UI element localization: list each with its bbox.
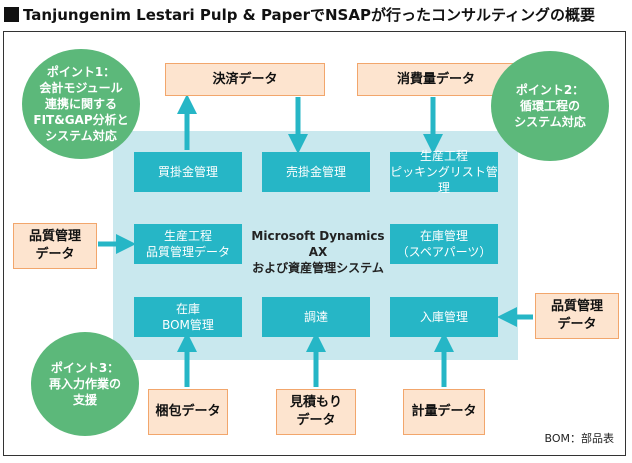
data-settlement: 決済データ (165, 63, 325, 96)
point-1-circle: ポイント1： 会計モジュール 連携に関する FIT&GAP分析と システム対応 (22, 49, 140, 159)
module-purchase: 買掛金管理 (134, 152, 242, 192)
data-estimate: 見積もり データ (276, 389, 356, 435)
page-title: Tanjungenim Lestari Pulp & PaperでNSAPが行っ… (4, 2, 595, 26)
module-receiving-label: 入庫管理 (419, 309, 468, 324)
data-measurement: 計量データ (403, 389, 485, 435)
module-quality-data: 生産工程 品質管理データ (134, 224, 242, 264)
title-square-icon (4, 6, 19, 22)
system-center-label: Microsoft Dynamics AX および資産管理システム (251, 229, 385, 276)
module-procurement: 調達 (262, 297, 370, 337)
point-3-circle: ポイント3： 再入力作業の 支援 (31, 332, 139, 436)
point-3-label: ポイント3： 再入力作業の 支援 (48, 360, 121, 408)
point-2-circle: ポイント2： 循環工程の システム対応 (491, 51, 609, 161)
module-bom-label: 在庫 BOM管理 (162, 301, 214, 332)
module-spare-parts-label: 在庫管理 （スペアパーツ） (396, 228, 492, 259)
data-settlement-label: 決済データ (212, 71, 278, 87)
point-2-label: ポイント2： 循環工程の システム対応 (514, 82, 586, 130)
data-quality-left-label: 品質管理 データ (28, 229, 81, 262)
data-packing: 梱包データ (148, 389, 228, 435)
data-estimate-label: 見積もり データ (289, 395, 342, 428)
module-quality-data-label: 生産工程 品質管理データ (145, 228, 230, 259)
module-procurement-label: 調達 (303, 309, 328, 324)
module-purchase-label: 買掛金管理 (157, 164, 218, 179)
data-quality-right: 品質管理 データ (535, 293, 619, 339)
module-picking-label: 生産工程 ピッキングリスト管理 (390, 148, 498, 196)
module-sales: 売掛金管理 (262, 152, 370, 192)
module-spare-parts: 在庫管理 （スペアパーツ） (390, 224, 498, 264)
data-consumption: 消費量データ (357, 63, 515, 96)
data-measurement-label: 計量データ (411, 404, 477, 420)
module-picking: 生産工程 ピッキングリスト管理 (390, 149, 498, 195)
module-sales-label: 売掛金管理 (285, 164, 346, 179)
module-receiving: 入庫管理 (390, 297, 498, 337)
data-quality-right-label: 品質管理 データ (550, 299, 603, 332)
title-text: Tanjungenim Lestari Pulp & PaperでNSAPが行っ… (23, 5, 596, 24)
point-1-label: ポイント1： 会計モジュール 連携に関する FIT&GAP分析と システム対応 (33, 64, 129, 144)
data-consumption-label: 消費量データ (396, 71, 475, 87)
data-packing-label: 梱包データ (155, 404, 221, 420)
bom-footnote: BOM：部品表 (544, 432, 614, 445)
data-quality-left: 品質管理 データ (13, 223, 97, 269)
module-bom: 在庫 BOM管理 (134, 297, 242, 337)
diagram-frame (3, 31, 626, 456)
